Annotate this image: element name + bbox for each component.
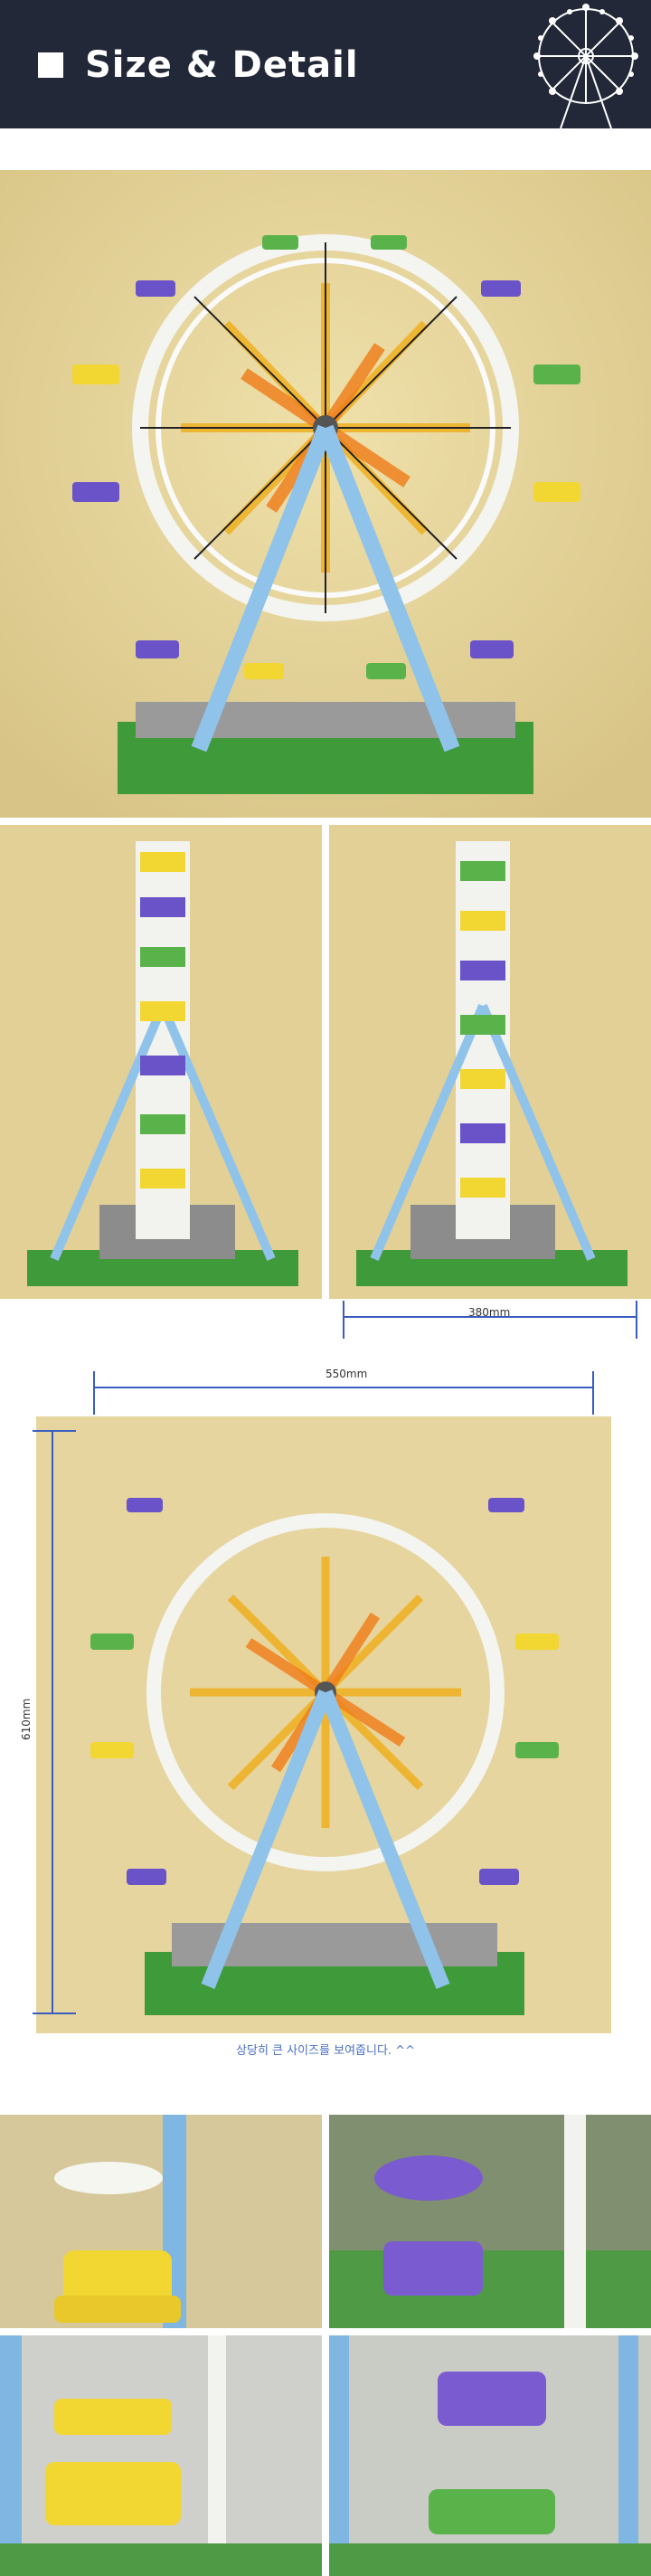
ferris-wheel-side-photo [0,825,322,1299]
depth-dimension-line [343,1301,637,1339]
width-label: 550mm [326,1368,368,1380]
header-square-icon [38,52,63,78]
yellow-gondola-closeup [0,2115,322,2328]
purple-gondola-closeup [329,2115,651,2328]
height-dimension-line [33,1430,76,2014]
yellow-green-gondolas-closeup [0,2335,322,2576]
depth-label: 380mm [468,1306,511,1319]
ferris-wheel-front-dimension-photo [36,1416,611,2033]
purple-green-gondolas-closeup [329,2335,651,2576]
header-title: Size & Detail [85,44,359,86]
ferris-wheel-icon [533,4,638,128]
ferris-wheel-other-side-photo [329,825,651,1299]
section-header: Size & Detail [0,0,651,128]
size-caption: 상당히 큰 사이즈를 보여줍니다. ^^ [236,2044,415,2058]
ferris-wheel-front-photo [0,170,651,818]
width-dimension-line [93,1371,594,1415]
height-label: 610mm [20,1698,33,1740]
